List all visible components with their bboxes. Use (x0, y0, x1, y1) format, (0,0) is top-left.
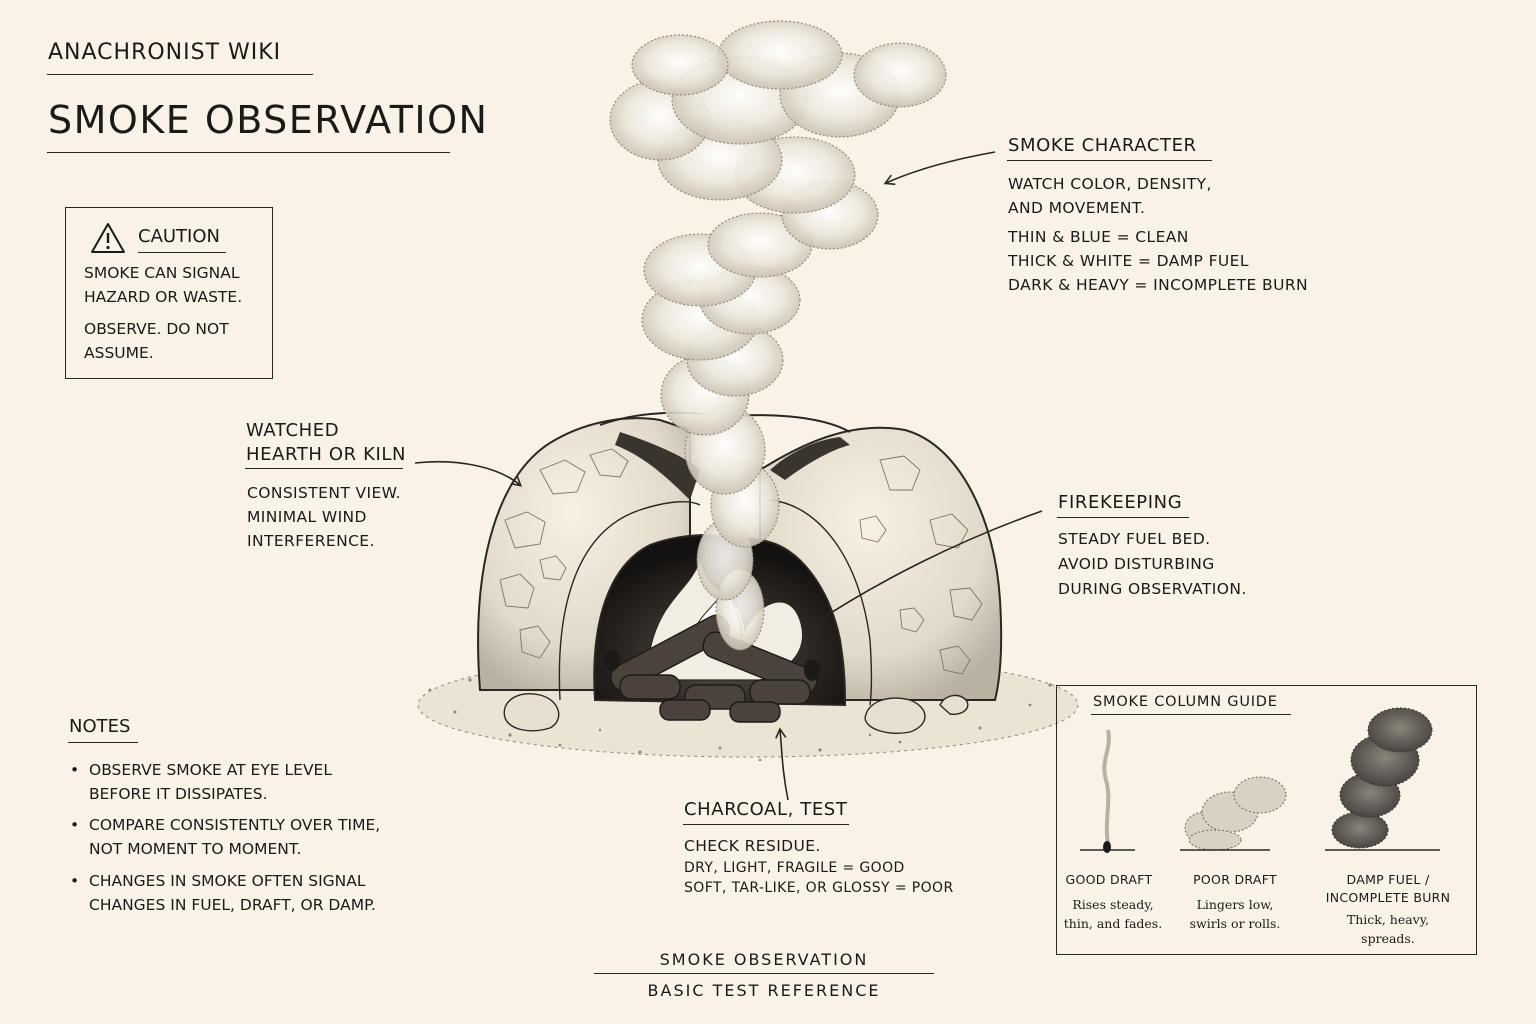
smoke-character-line: DARK & HEAVY = INCOMPLETE BURN (1008, 276, 1308, 294)
guide-description: Thick, heavy,spreads. (1346, 912, 1430, 946)
hearth-line: MINIMAL WIND (247, 508, 367, 526)
page-title: SMOKE OBSERVATION (48, 98, 489, 142)
guide-caption: POOR DRAFT (1193, 872, 1277, 887)
poor-draft-smoke (1180, 776, 1287, 851)
smoke-character-line: THICK & WHITE = DAMP FUEL (1008, 252, 1249, 270)
guide-caption: DAMP FUEL /INCOMPLETE BURN (1325, 872, 1451, 905)
footer-title: SMOKE OBSERVATION (659, 950, 869, 969)
footer-rule (594, 973, 934, 974)
caution-heading: CAUTION (138, 226, 220, 247)
smoke-character-line: THIN & BLUE = CLEAN (1008, 228, 1189, 246)
guide-description: Rises steady,thin, and fades. (1063, 897, 1163, 931)
firekeeping-line: STEADY FUEL BED. (1058, 530, 1211, 548)
guide-title-underline (1091, 714, 1291, 715)
callout-arrows (414, 151, 1043, 801)
smoke-column (609, 20, 947, 651)
hearth-heading: WATCHED (246, 420, 340, 441)
firekeeping-line: DURING OBSERVATION. (1058, 580, 1247, 598)
caution-line: OBSERVE. DO NOT (84, 320, 229, 338)
footer-subtitle: BASIC TEST REFERENCE (647, 981, 881, 1000)
site-title: ANACHRONIST WIKI (48, 40, 282, 65)
guide-caption: GOOD DRAFT (1065, 872, 1153, 887)
caution-line: SMOKE CAN SIGNAL (84, 264, 240, 282)
notes-underline (68, 742, 138, 743)
charcoal-line: CHECK RESIDUE. (684, 837, 821, 855)
caution-line: HAZARD OR WASTE. (84, 288, 243, 306)
firekeeping-line: AVOID DISTURBING (1058, 555, 1215, 573)
charcoal-heading: CHARCOAL, TEST (684, 799, 848, 820)
smoke-column-guide: SMOKE COLUMN GUIDE GOOD DRAFT Rises stea… (1056, 685, 1477, 955)
smoke-character-heading: SMOKE CHARACTER (1008, 135, 1197, 156)
site-title-underline (47, 74, 313, 75)
guide-description: Lingers low,swirls or rolls. (1189, 897, 1281, 931)
warning-triangle-icon (91, 223, 125, 253)
firekeeping-heading: FIREKEEPING (1058, 492, 1183, 513)
damp-fuel-smoke (1325, 707, 1440, 851)
hearth-line: INTERFERENCE. (247, 532, 375, 550)
smoke-character-underline (1007, 160, 1212, 161)
charcoal-line: SOFT, TAR-LIKE, OR GLOSSY = POOR (684, 880, 954, 896)
caution-underline (138, 252, 226, 253)
firekeeping-underline (1057, 517, 1189, 518)
guide-title: SMOKE COLUMN GUIDE (1093, 694, 1278, 710)
notes-heading: NOTES (69, 716, 131, 737)
hearth-heading: HEARTH OR KILN (246, 444, 407, 465)
hearth-line: CONSISTENT VIEW. (247, 484, 401, 502)
smoke-character-line: AND MOVEMENT. (1008, 199, 1146, 217)
hearth-underline (245, 468, 403, 469)
smoke-character-line: WATCH COLOR, DENSITY, (1008, 175, 1212, 193)
good-draft-smoke (1080, 729, 1135, 853)
charcoal-line: DRY, LIGHT, FRAGILE = GOOD (684, 860, 905, 876)
caution-box: CAUTION SMOKE CAN SIGNAL HAZARD OR WASTE… (65, 207, 273, 379)
note-item: • COMPARE CONSISTENTLY OVER TIME,NOT MOM… (70, 816, 381, 858)
page-title-underline (47, 152, 450, 153)
charcoal-underline (683, 824, 849, 825)
caution-line: ASSUME. (84, 344, 154, 362)
rocks (503, 693, 969, 734)
